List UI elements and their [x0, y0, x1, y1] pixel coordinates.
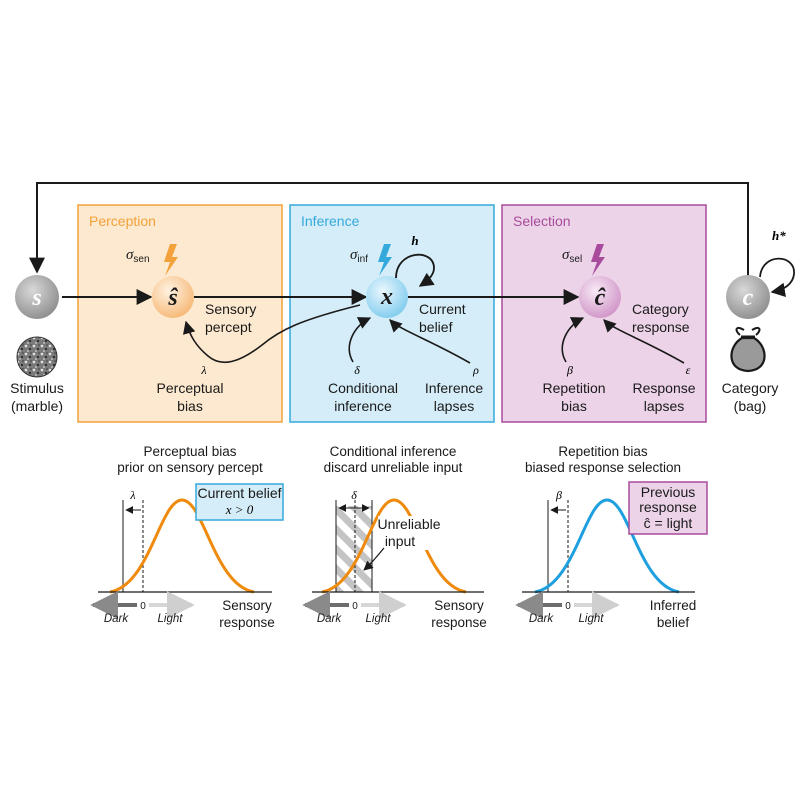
epsilon-symbol: ε — [686, 363, 691, 377]
panel3-light: Light — [579, 613, 605, 625]
panel-repetition-bias: Repetition bias biased response selectio… — [515, 444, 708, 630]
panel2-hatched-region — [336, 506, 372, 592]
panel2-light: Light — [366, 613, 392, 625]
sigma-inf: σinf — [350, 247, 368, 265]
category-response-label-2: response — [632, 319, 690, 335]
panel1-curve — [109, 498, 255, 594]
inference-lapses-label-2: lapses — [434, 398, 474, 414]
sensory-percept-label-1: Sensory — [205, 301, 256, 317]
panel1-title-1: Perceptual bias — [143, 444, 236, 459]
panel-conditional-inference: Conditional inference discard unreliable… — [302, 444, 487, 630]
panel3-xlabel-2: belief — [657, 615, 690, 630]
panel3-title-2: biased response selection — [525, 460, 681, 475]
panel1-dark: Dark — [104, 613, 130, 625]
current-belief-label-2: belief — [419, 319, 453, 335]
panel3-box-line2: response — [639, 499, 697, 515]
repetition-bias-label-2: bias — [561, 398, 587, 414]
perceptual-bias-label-2: bias — [177, 398, 203, 414]
perception-title: Perception — [89, 213, 156, 229]
panel2-annotation-arrow — [363, 547, 385, 571]
repetition-bias-label-1: Repetition — [542, 380, 605, 396]
lambda-bias-arrow — [183, 304, 361, 364]
panel3-zero: 0 — [565, 601, 571, 612]
h-symbol: h — [411, 233, 418, 248]
conditional-inference-label-2: inference — [334, 398, 392, 414]
sensory-percept-label-2: percept — [205, 319, 252, 335]
stimulus-node — [15, 275, 59, 319]
current-belief-symbol: x — [380, 284, 393, 310]
panel3-dark: Dark — [529, 613, 555, 625]
panel2-curve — [321, 498, 467, 594]
sensory-percept-node — [152, 276, 194, 318]
panel1-light: Light — [158, 613, 184, 625]
h-star-symbol: h* — [772, 228, 786, 243]
panel1-belief-box — [195, 483, 284, 521]
panel3-title-1: Repetition bias — [558, 444, 648, 459]
panel1-zero: 0 — [140, 601, 146, 612]
stimulus-label-1: Stimulus — [10, 380, 64, 396]
stimulus-symbol: s — [31, 285, 41, 311]
sigma-sel: σsel — [562, 247, 582, 265]
delta-arrow — [348, 317, 372, 363]
panel1-xlabel-1: Sensory — [222, 598, 272, 613]
panel1-box-line1: Current belief — [197, 485, 281, 501]
response-lapses-label-1: Response — [632, 380, 695, 396]
lambda-symbol: λ — [200, 363, 206, 377]
category-symbol: c — [743, 285, 754, 311]
feedback-loop-arrow — [29, 182, 749, 280]
panel2-annotation-1: Unreliable — [377, 516, 440, 532]
current-belief-label-1: Current — [419, 301, 466, 317]
panel3-response-box — [628, 481, 708, 535]
conditional-inference-label-1: Conditional — [328, 380, 398, 396]
perceptual-bias-label-1: Perceptual — [157, 380, 224, 396]
current-belief-node — [366, 276, 408, 318]
panel1-title-2: prior on sensory percept — [117, 460, 263, 475]
panel3-beta: β — [555, 488, 562, 502]
panel-perceptual-bias: Perceptual bias prior on sensory percept… — [90, 444, 284, 630]
category-response-symbol: ĉ — [595, 285, 607, 311]
sensory-percept-symbol: ŝ — [167, 285, 178, 311]
panel3-box-line1: Previous — [641, 484, 695, 500]
selection-title: Selection — [513, 213, 571, 229]
panel2-zero: 0 — [352, 601, 358, 612]
rho-symbol: ρ — [472, 363, 479, 377]
panel2-delta: δ — [351, 488, 357, 502]
category-label-1: Category — [722, 380, 779, 396]
panel2-annotation-2: input — [385, 533, 415, 549]
epsilon-arrow — [603, 319, 685, 364]
lightning-sen-icon — [164, 244, 178, 276]
panel1-lambda: λ — [129, 488, 135, 502]
inference-lapses-label-1: Inference — [425, 380, 484, 396]
lightning-sel-icon — [591, 244, 605, 276]
response-lapses-label-2: lapses — [644, 398, 684, 414]
panel1-box-line2: x > 0 — [225, 502, 254, 517]
panel1-xlabel-2: response — [219, 615, 275, 630]
rho-arrow — [389, 319, 471, 364]
panel2-dark: Dark — [317, 613, 343, 625]
h-self-loop — [395, 253, 435, 287]
category-response-node — [579, 276, 621, 318]
inference-title: Inference — [301, 213, 360, 229]
lightning-inf-icon — [378, 244, 392, 276]
category-node — [726, 275, 770, 319]
panel2-annotation-bg — [378, 516, 444, 550]
marble-icon — [16, 336, 58, 378]
panel3-box-line3: ĉ = light — [644, 515, 693, 531]
sigma-sen: σsen — [126, 247, 150, 265]
bag-icon — [730, 326, 766, 373]
panel2-title-1: Conditional inference — [330, 444, 457, 459]
panel3-curve — [534, 498, 680, 594]
beta-symbol: β — [566, 363, 573, 377]
panel2-xlabel-1: Sensory — [434, 598, 484, 613]
panel3-xlabel-1: Inferred — [650, 598, 697, 613]
category-response-label-1: Category — [632, 301, 689, 317]
beta-arrow — [561, 317, 585, 363]
delta-symbol: δ — [354, 363, 360, 377]
panel2-title-2: discard unreliable input — [324, 460, 463, 475]
stimulus-label-2: (marble) — [11, 398, 63, 414]
panel2-xlabel-2: response — [431, 615, 487, 630]
category-label-2: (bag) — [734, 398, 767, 414]
h-star-self-loop — [759, 257, 795, 297]
